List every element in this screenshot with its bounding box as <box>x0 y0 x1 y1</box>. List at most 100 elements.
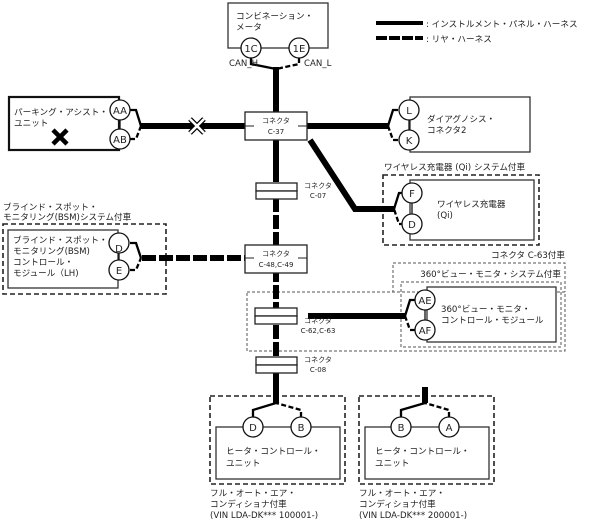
bsm-label-1: ブラインド・スポット・ <box>13 234 108 246</box>
legend-rear-label: : リヤ・ハーネス <box>426 34 492 45</box>
wire-diag-l <box>386 108 398 127</box>
pin-b-heater2[interactable]: B <box>390 416 412 438</box>
svg-text:E: E <box>116 266 122 277</box>
wire-parking-ab <box>130 125 143 141</box>
heater-unit-2-label-1: ヒータ・コントロール・ <box>375 446 470 457</box>
parking-assist-label-2: ユニット <box>14 119 48 129</box>
connector-c37-title: コネクタ <box>262 116 290 125</box>
view-monitor-label-2: コントロール・モジュール <box>441 316 544 326</box>
connector-c62-c63[interactable]: コネクタ C-62,C-63 <box>254 307 336 335</box>
group-wireless-charger-label: ワイヤレス充電器 (Qi) システム付車 <box>384 161 526 173</box>
group-connector-c63 <box>246 291 566 352</box>
group-heater-1-label-2: コンディショナ付車 <box>210 498 287 510</box>
bsm-label-4: モジュール（LH) <box>13 268 79 279</box>
pin-a-heater2[interactable]: A <box>438 416 460 438</box>
group-360-view-label: 360°ビュー・モニタ・システム付車 <box>420 268 561 280</box>
connector-c07[interactable]: コネクタ C-07 <box>255 181 332 200</box>
pin-aa[interactable]: AA <box>109 99 131 121</box>
connector-c08-id: C-08 <box>310 366 326 374</box>
wire-heater2-b <box>399 401 426 417</box>
wire-bsm-d <box>130 241 143 259</box>
wireless-charger-box <box>409 179 535 241</box>
combination-meter-label-2: メータ <box>236 22 262 33</box>
pin-l[interactable]: L <box>398 99 420 121</box>
diagnosis-connector-label-1: ダイアグノシス・ <box>427 113 495 125</box>
connector-c08[interactable]: コネクタ C-08 <box>255 355 332 374</box>
wire-heater1-d <box>251 401 277 417</box>
svg-text:1E: 1E <box>293 44 306 55</box>
group-bsm <box>2 223 167 295</box>
wireless-charger-label-2: (Qi) <box>437 211 453 221</box>
wire-c37-wireless <box>307 138 395 212</box>
connector-c48-title: コネクタ <box>262 249 290 258</box>
connector-c07-title: コネクタ <box>304 181 332 190</box>
connector-c37[interactable]: コネクタ C-37 <box>244 111 308 141</box>
group-heater-2-label-2: コンディショナ付車 <box>359 498 436 510</box>
legend: : インストルメント・パネル・ハーネス : リヤ・ハーネス <box>376 19 578 45</box>
heater-unit-1-label-2: ユニット <box>226 459 260 469</box>
heater-unit-2-box <box>364 426 490 480</box>
wire-360-af <box>403 315 415 332</box>
wire-parking-aa <box>130 108 143 127</box>
svg-text:A: A <box>446 423 453 434</box>
pin-f[interactable]: F <box>401 182 423 204</box>
svg-text:AB: AB <box>113 135 127 146</box>
wireless-charger-label-1: ワイヤレス充電器 <box>437 198 506 210</box>
bsm-label-3: コントロール・ <box>13 258 73 268</box>
group-connector-c63-label: コネクタ C-63付車 <box>491 249 565 261</box>
group-bsm-label-2: モニタリング(BSM)システム付車 <box>3 211 132 223</box>
signal-can-l: CAN_L <box>304 59 332 69</box>
pin-k[interactable]: K <box>398 129 420 151</box>
svg-text:B: B <box>398 423 405 434</box>
heater-unit-1-box <box>215 426 341 480</box>
wire-meter-can-h <box>249 58 277 71</box>
pin-1c[interactable]: 1C <box>240 37 262 59</box>
diagnosis-connector-box <box>409 96 531 153</box>
svg-text:1C: 1C <box>244 44 257 55</box>
pin-ae[interactable]: AE <box>414 289 436 311</box>
wire-heater2-a <box>424 401 451 417</box>
connector-c62-title: コネクタ <box>304 316 332 325</box>
group-c63-upper <box>247 262 566 293</box>
group-heater-1-label-3: (VIN LDA-DK*** 100001-) <box>210 511 318 521</box>
pin-ab[interactable]: AB <box>109 128 131 150</box>
heater-unit-1-label-1: ヒータ・コントロール・ <box>226 446 321 457</box>
svg-text:D: D <box>408 220 416 231</box>
connector-c37-id: C-37 <box>268 128 284 136</box>
group-bsm-label-1: ブラインド・スポット・ <box>3 201 98 213</box>
view-monitor-label-1: 360°ビュー・モニタ・ <box>441 304 530 315</box>
svg-text:AF: AF <box>419 326 432 337</box>
pin-e-bsm[interactable]: E <box>108 259 130 281</box>
svg-text:B: B <box>298 423 305 434</box>
connector-c48-id: C-48,C-49 <box>259 261 294 269</box>
parking-assist-cross-mark-icon <box>51 128 69 146</box>
pin-1e[interactable]: 1E <box>288 37 310 59</box>
group-heater-2-label-3: (VIN LDA-DK*** 200001-) <box>359 511 467 521</box>
parking-assist-box <box>7 95 121 152</box>
svg-text:AE: AE <box>418 296 431 307</box>
pin-d-heater1[interactable]: D <box>242 416 264 438</box>
bsm-label-2: モニタリング(BSM) <box>13 245 90 257</box>
pin-b-heater1[interactable]: B <box>290 416 312 438</box>
view-monitor-box <box>426 286 557 343</box>
pin-d-wireless[interactable]: D <box>401 213 423 235</box>
svg-text:AA: AA <box>113 106 127 117</box>
pin-d-bsm[interactable]: D <box>108 232 130 255</box>
svg-text:K: K <box>406 136 413 147</box>
wire-meter-can-l <box>275 58 301 71</box>
bsm-box <box>7 229 119 289</box>
connector-c48-c49[interactable]: コネクタ C-48,C-49 <box>244 244 308 274</box>
connector-c08-title: コネクタ <box>304 355 332 364</box>
combination-meter-label-1: コンビネーション・ <box>236 11 313 22</box>
svg-text:L: L <box>406 106 412 117</box>
svg-text:D: D <box>115 244 123 255</box>
pin-af[interactable]: AF <box>414 319 436 341</box>
heater-unit-2-label-2: ユニット <box>375 459 409 469</box>
wire-bsm-e <box>130 257 143 272</box>
signal-can-h: CAN_H <box>229 59 258 69</box>
open-circuit-cross-icon <box>188 117 206 135</box>
connector-c62-id: C-62,C-63 <box>301 327 336 335</box>
legend-ip-label: : インストルメント・パネル・ハーネス <box>426 19 578 30</box>
diagnosis-connector-label-2: コネクタ2 <box>427 125 467 136</box>
